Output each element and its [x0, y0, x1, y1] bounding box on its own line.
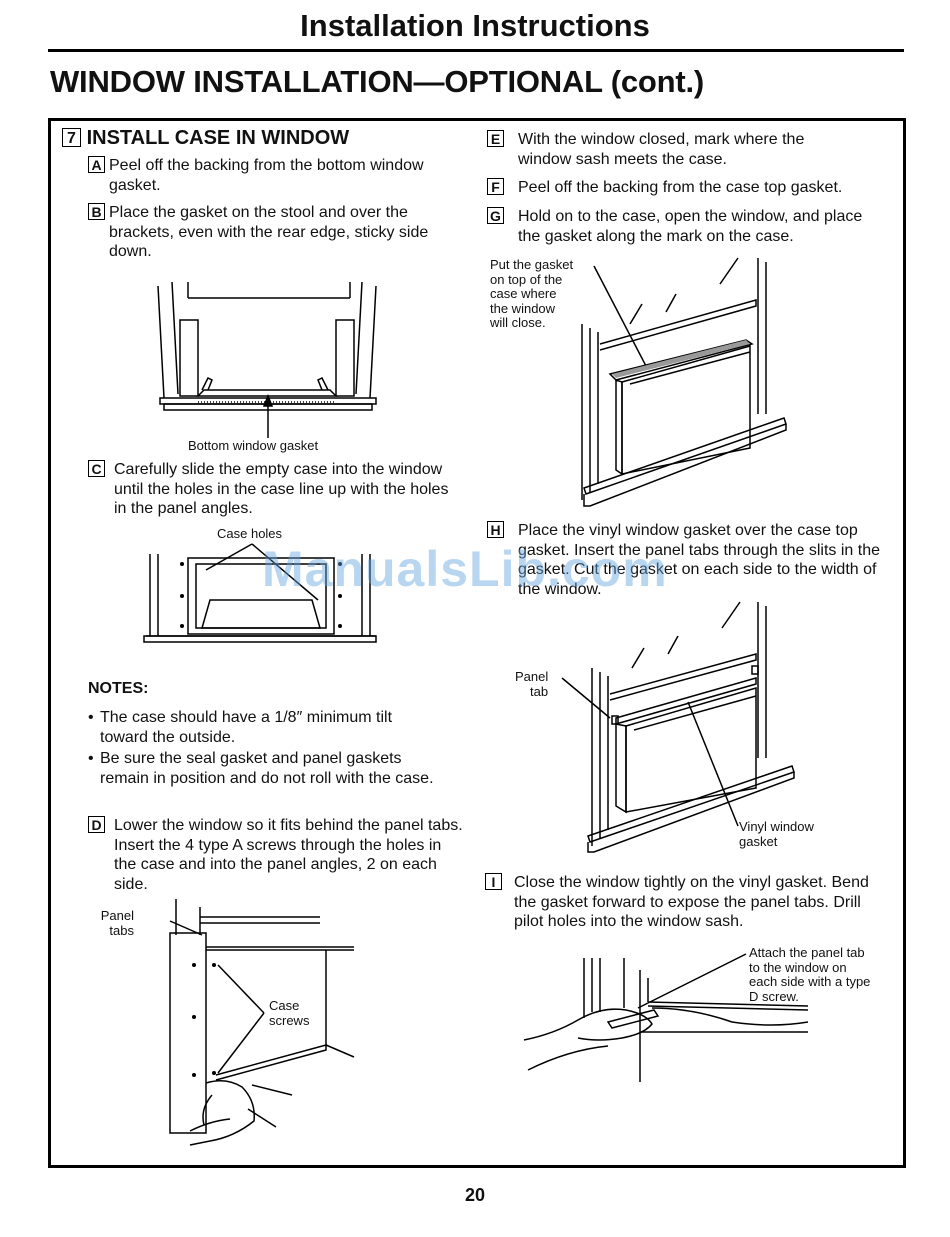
watermark: ManualsLib.com — [262, 541, 668, 597]
caption-put-gasket-line4: the window — [490, 300, 556, 316]
step-h-text: Place the vinyl window gasket over the c… — [518, 522, 880, 598]
caption-vinyl-gasket: Vinyl window gasket — [739, 819, 814, 849]
step-e-letter: E — [487, 130, 504, 147]
figure-vinyl-gasket — [561, 601, 795, 853]
caption-put-gasket-line5: will close. — [490, 315, 546, 330]
caption-panel-tab-line2: tab — [530, 683, 549, 699]
section-title: WINDOW INSTALLATION—OPTIONAL (cont.) — [50, 64, 705, 99]
step-e-text: With the window closed, mark where the w… — [518, 131, 805, 168]
caption-case-holes: Case holes — [217, 526, 283, 541]
figure-case-holes — [143, 543, 377, 643]
caption-attach-line3: each side with a type — [749, 974, 871, 989]
caption-put-gasket: Put the gasket on top of the case where … — [490, 257, 574, 331]
figure-bottom-gasket — [157, 281, 377, 438]
step-i: I Close the window tightly on the vinyl … — [485, 873, 885, 930]
step-d-text: Lower the window so it fits behind the p… — [114, 817, 463, 893]
step-a-letter: A — [88, 156, 105, 173]
figure-attach-panel-tab — [523, 953, 809, 1082]
step-f-text: Peel off the backing from the case top g… — [518, 179, 843, 196]
caption-put-gasket-line2: on top of the — [490, 271, 563, 287]
caption-attach-line4: D screw. — [749, 988, 799, 1004]
caption-vinyl-gasket-line2: gasket — [739, 833, 778, 849]
page-header-title: Installation Instructions — [300, 8, 650, 43]
caption-case-screws-line2: screws — [269, 1012, 310, 1028]
step-c-text: Carefully slide the empty case into the … — [114, 461, 449, 517]
caption-attach-line2: to the window on — [749, 959, 847, 975]
caption-panel-tab-line1: Panel — [515, 669, 549, 684]
note-bullet-2: • — [88, 750, 94, 767]
caption-vinyl-gasket-line1: Vinyl window — [739, 819, 814, 834]
step-7-heading: 7 INSTALL CASE IN WINDOW — [62, 127, 349, 150]
caption-put-gasket-line1: Put the gasket — [490, 257, 574, 272]
caption-bottom-gasket: Bottom window gasket — [188, 438, 319, 453]
figure-gasket-mark — [581, 257, 787, 507]
header-rule — [48, 49, 904, 52]
note-text-2: Be sure the seal gasket and panel gasket… — [100, 750, 434, 787]
content-frame — [48, 118, 906, 1168]
step-a: A Peel off the backing from the bottom w… — [88, 156, 458, 194]
step-d-letter: D — [88, 816, 105, 833]
step-i-text: Close the window tightly on the vinyl ga… — [514, 874, 869, 930]
step-g-letter: G — [487, 207, 504, 224]
step-i-letter: I — [485, 873, 502, 890]
notes-heading: NOTES: — [88, 680, 149, 697]
caption-panel-tabs-line2: tabs — [109, 922, 134, 938]
step-b-letter: B — [88, 203, 105, 220]
step-g: G Hold on to the case, open the window, … — [487, 207, 887, 245]
step-g-text: Hold on to the case, open the window, an… — [518, 208, 863, 245]
step-c: C Carefully slide the empty case into th… — [88, 460, 458, 517]
caption-panel-tab: Panel tab — [515, 669, 549, 699]
figure-case-screws — [169, 899, 355, 1146]
note-bullet-1: • — [88, 709, 94, 726]
page-number: 20 — [464, 1185, 486, 1205]
step-h-letter: H — [487, 521, 504, 538]
step-a-text: Peel off the backing from the bottom win… — [109, 157, 424, 194]
caption-put-gasket-line3: case where — [490, 286, 557, 301]
caption-attach-line1: Attach the panel tab — [749, 945, 865, 960]
step-d: D Lower the window so it fits behind the… — [88, 816, 468, 893]
caption-case-screws: Case screws — [269, 998, 310, 1028]
caption-panel-tabs: Panel tabs — [98, 908, 134, 938]
step-7-title: INSTALL CASE IN WINDOW — [86, 127, 350, 149]
caption-case-screws-line1: Case — [269, 998, 300, 1013]
note-text-1: The case should have a 1/8″ minimum tilt… — [100, 709, 393, 746]
step-h: H Place the vinyl window gasket over the… — [487, 521, 897, 598]
step-f-letter: F — [487, 178, 504, 195]
step-c-letter: C — [88, 460, 105, 477]
step-b-text: Place the gasket on the stool and over t… — [109, 204, 429, 260]
step-7-number-box: 7 — [62, 128, 81, 147]
step-e: E With the window closed, mark where the… — [487, 130, 887, 168]
caption-attach: Attach the panel tab to the window on ea… — [749, 945, 871, 1004]
step-f: F Peel off the backing from the case top… — [487, 178, 887, 199]
step-b: B Place the gasket on the stool and over… — [88, 203, 458, 260]
caption-panel-tabs-line1: Panel — [100, 908, 134, 923]
